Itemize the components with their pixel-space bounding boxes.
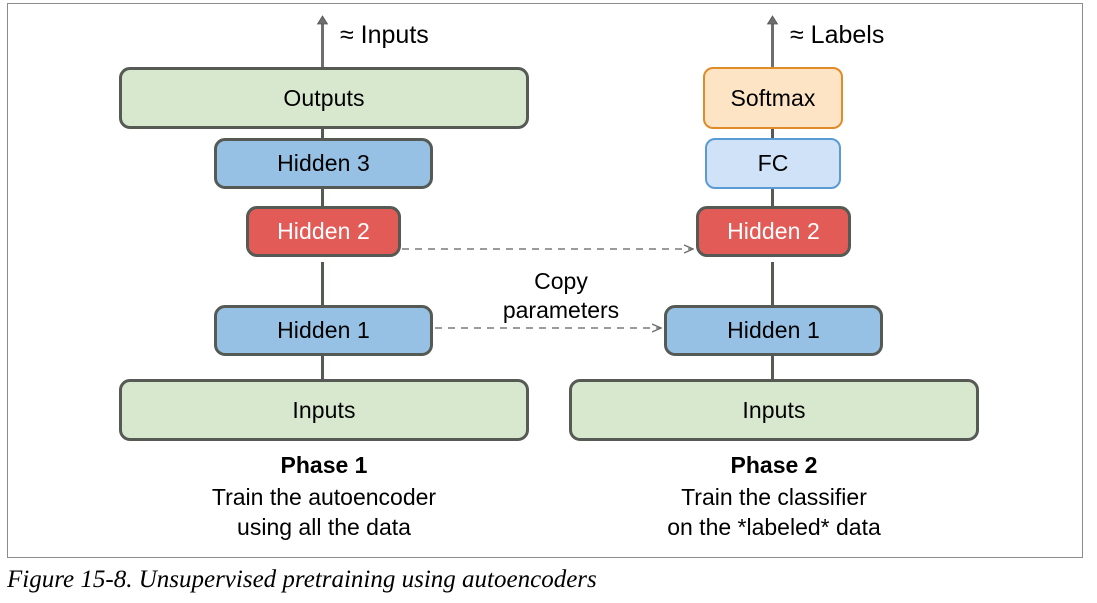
phase2-output-arrow-label: ≈ Labels bbox=[790, 21, 885, 49]
phase2-box-hidden2[interactable]: Hidden 2 bbox=[696, 206, 851, 257]
phase1-box-inputs[interactable]: Inputs bbox=[119, 379, 529, 441]
phase1-caption: Phase 1 Train the autoencoder using all … bbox=[119, 451, 529, 543]
phase1-box-hidden1-label: Hidden 1 bbox=[277, 317, 370, 343]
figure-caption: Figure 15-8. Unsupervised pretraining us… bbox=[7, 566, 597, 593]
copy-parameters-label: Copy parameters bbox=[456, 267, 666, 326]
phase2-caption: Phase 2 Train the classifier on the *lab… bbox=[569, 451, 979, 543]
phase2-box-inputs-label: Inputs bbox=[742, 396, 806, 423]
phase2-box-hidden1-label: Hidden 1 bbox=[727, 317, 820, 343]
connector-p2-hidden1-inputs bbox=[771, 334, 774, 384]
connector-p1-hidden2-hidden1 bbox=[321, 262, 324, 307]
phase1-box-hidden3[interactable]: Hidden 3 bbox=[214, 138, 433, 189]
phase2-title: Phase 2 bbox=[730, 452, 818, 478]
phase2-box-fc-label: FC bbox=[757, 150, 789, 176]
phase1-box-hidden3-label: Hidden 3 bbox=[277, 150, 370, 176]
phase1-box-hidden2[interactable]: Hidden 2 bbox=[246, 206, 401, 257]
figure-frame: Outputs Hidden 3 Hidden 2 Hidden 1 Input… bbox=[7, 3, 1083, 558]
phase2-box-fc[interactable]: FC bbox=[705, 138, 841, 189]
phase2-description: Train the classifier on the *labeled* da… bbox=[667, 483, 881, 540]
copy-parameters-line2: parameters bbox=[502, 297, 620, 324]
phase1-description: Train the autoencoder using all the data bbox=[211, 483, 437, 540]
connector-p1-hidden1-inputs bbox=[321, 334, 324, 384]
phase1-box-hidden1[interactable]: Hidden 1 bbox=[214, 305, 433, 356]
phase1-box-outputs-label: Outputs bbox=[283, 84, 365, 111]
phase2-box-inputs[interactable]: Inputs bbox=[569, 379, 979, 441]
phase1-title: Phase 1 bbox=[280, 452, 368, 478]
phase1-box-outputs[interactable]: Outputs bbox=[119, 67, 529, 129]
diagram-canvas: Outputs Hidden 3 Hidden 2 Hidden 1 Input… bbox=[8, 4, 1082, 557]
phase1-box-hidden2-label: Hidden 2 bbox=[277, 218, 370, 244]
phase2-box-softmax[interactable]: Softmax bbox=[703, 67, 843, 129]
phase1-box-inputs-label: Inputs bbox=[292, 396, 356, 423]
phase2-box-softmax-label: Softmax bbox=[730, 84, 816, 111]
connector-p2-hidden2-hidden1 bbox=[771, 262, 774, 307]
phase2-box-hidden2-label: Hidden 2 bbox=[727, 218, 820, 244]
phase1-output-arrow-label: ≈ Inputs bbox=[340, 21, 429, 49]
copy-parameters-line1: Copy bbox=[534, 268, 588, 294]
phase2-box-hidden1[interactable]: Hidden 1 bbox=[664, 305, 883, 356]
